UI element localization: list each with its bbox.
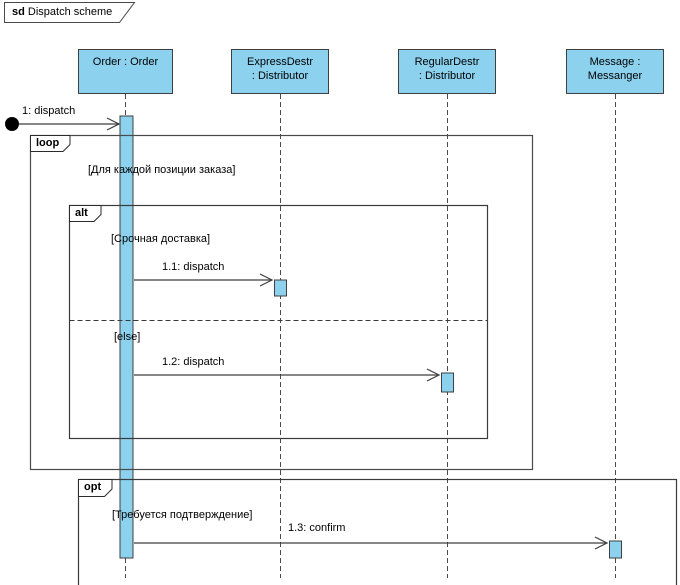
lifeline-header-regulardestr[interactable]: RegularDestr : Distributor xyxy=(398,49,496,94)
loop-pentagon-shape xyxy=(30,135,71,152)
lifeline-header-order[interactable]: Order : Order xyxy=(78,49,173,94)
loop-guard-label: [Для каждой позиции заказа] xyxy=(88,164,236,176)
arrowhead xyxy=(106,117,121,131)
lifeline-header-expressdestr[interactable]: ExpressDestr : Distributor xyxy=(231,49,329,94)
message-1-2-dispatch-arrow[interactable] xyxy=(134,368,441,382)
message-1-3-label: 1.3: confirm xyxy=(288,522,346,534)
activation-regulardestr[interactable] xyxy=(441,372,454,393)
fragment-loop-operator[interactable]: loop xyxy=(30,135,71,152)
alt-pentagon-shape xyxy=(69,205,102,222)
arrowhead xyxy=(426,368,441,382)
fragment-opt-frame[interactable] xyxy=(77,478,678,585)
message-1-2-label: 1.2: dispatch xyxy=(162,356,225,368)
lifeline-header-message[interactable]: Message : Messanger xyxy=(566,49,664,94)
alt-operator-text: alt xyxy=(75,207,88,219)
fragment-alt-operator[interactable]: alt xyxy=(69,205,102,222)
alt-guard-if-label: [Срочная доставка] xyxy=(111,233,211,245)
fragment-alt-frame[interactable] xyxy=(68,204,489,440)
message-1-1-label: 1.1: dispatch xyxy=(162,261,225,273)
arrowhead xyxy=(594,536,609,550)
activation-expressdestr[interactable] xyxy=(274,279,287,297)
opt-guard-label: [Требуется подтверждение] xyxy=(112,509,253,521)
message-1-1-dispatch-arrow[interactable] xyxy=(134,273,274,287)
diagram-frame-title[interactable]: sd Dispatch scheme xyxy=(4,2,136,23)
message-1-3-confirm-arrow[interactable] xyxy=(134,536,609,550)
arrowhead xyxy=(259,273,274,287)
message-1-dispatch-arrow[interactable] xyxy=(5,117,121,131)
opt-pentagon-shape xyxy=(78,479,113,497)
frame-name: Dispatch scheme xyxy=(27,6,113,18)
frame-pentagon-shape xyxy=(4,2,136,23)
opt-operator-text: opt xyxy=(84,481,102,493)
fragment-opt-operator[interactable]: opt xyxy=(78,479,113,497)
message-1-label: 1: dispatch xyxy=(22,105,76,117)
frame-title-text: sd Dispatch scheme xyxy=(4,2,136,18)
activation-order[interactable] xyxy=(119,115,134,559)
activation-message[interactable] xyxy=(609,540,622,559)
alt-guard-else-label: [else] xyxy=(114,331,141,343)
frame-keyword: sd xyxy=(12,6,25,18)
fragment-loop-frame[interactable] xyxy=(29,134,534,471)
found-message-circle xyxy=(5,117,19,131)
loop-operator-text: loop xyxy=(36,137,60,149)
